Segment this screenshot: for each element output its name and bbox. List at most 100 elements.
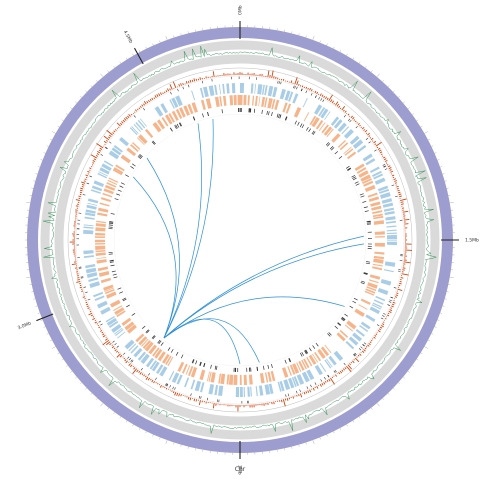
dark-mark bbox=[123, 352, 126, 355]
reverse-gene bbox=[261, 96, 266, 108]
bar-mark bbox=[212, 402, 215, 409]
dark-mark bbox=[376, 324, 380, 327]
forward-gene bbox=[108, 150, 120, 160]
forward-gene bbox=[292, 93, 299, 104]
feature-mark bbox=[221, 109, 223, 114]
feature-mark bbox=[193, 116, 196, 121]
reverse-gene bbox=[367, 192, 378, 198]
bar-mark bbox=[158, 93, 161, 97]
bar-mark bbox=[296, 80, 299, 86]
bar-mark bbox=[273, 401, 275, 405]
feature-mark bbox=[192, 116, 195, 121]
bar-mark bbox=[374, 143, 377, 146]
bar-mark bbox=[373, 336, 376, 339]
reverse-gene bbox=[229, 95, 234, 106]
bar-mark bbox=[178, 393, 181, 397]
feature-mark bbox=[364, 210, 369, 212]
ideogram-tick bbox=[424, 131, 429, 134]
feature-mark bbox=[327, 333, 331, 337]
feature-mark bbox=[311, 130, 315, 135]
bar-mark bbox=[81, 181, 86, 184]
reverse-gene bbox=[187, 103, 194, 115]
dark-mark bbox=[353, 354, 356, 357]
bar-mark bbox=[359, 124, 361, 127]
bar-mark bbox=[172, 391, 175, 394]
reverse-gene bbox=[344, 324, 354, 332]
feature-mark bbox=[312, 345, 316, 349]
bar-mark bbox=[354, 120, 357, 123]
bar-mark bbox=[296, 394, 298, 397]
forward-gene bbox=[264, 85, 268, 96]
dark-mark bbox=[382, 315, 385, 317]
reverse-gene bbox=[237, 95, 241, 106]
feature-mark bbox=[146, 330, 150, 334]
dark-mark bbox=[114, 343, 117, 346]
bar-mark bbox=[365, 346, 368, 348]
dark-mark bbox=[362, 344, 365, 347]
bar-mark bbox=[377, 330, 381, 333]
feature-mark bbox=[363, 273, 368, 275]
forward-gene bbox=[191, 90, 196, 101]
dark-mark bbox=[100, 154, 104, 156]
ideogram-tick bbox=[40, 159, 43, 161]
separator-ring bbox=[67, 67, 413, 413]
forward-gene bbox=[86, 272, 98, 278]
reverse-gene bbox=[104, 184, 116, 191]
bar-mark bbox=[389, 169, 392, 171]
feature-mark bbox=[175, 124, 178, 129]
forward-gene bbox=[306, 369, 315, 381]
reverse-gene bbox=[97, 266, 109, 272]
reverse-gene bbox=[121, 317, 132, 326]
bar-mark bbox=[383, 321, 385, 323]
forward-gene bbox=[111, 147, 122, 156]
forward-gene bbox=[386, 241, 397, 246]
bar-mark bbox=[369, 137, 372, 139]
bar-mark bbox=[75, 199, 80, 201]
ideogram-tick bbox=[365, 65, 367, 68]
forward-gene bbox=[324, 359, 332, 369]
bar-mark bbox=[138, 370, 141, 373]
bar-mark bbox=[401, 273, 409, 276]
bar-mark bbox=[394, 296, 398, 298]
dark-mark bbox=[277, 80, 279, 84]
bar-mark bbox=[357, 122, 360, 126]
feature-mark bbox=[301, 351, 304, 356]
forward-gene bbox=[293, 376, 300, 387]
bar-mark bbox=[387, 312, 390, 315]
bar-mark bbox=[394, 180, 397, 182]
feature-mark bbox=[347, 167, 351, 171]
ideogram-tick bbox=[420, 352, 423, 355]
bar-mark bbox=[94, 321, 97, 324]
reverse-gene bbox=[95, 223, 106, 227]
bar-mark bbox=[372, 140, 374, 142]
bar-mark bbox=[344, 367, 347, 370]
bar-mark bbox=[81, 290, 84, 292]
forward-gene bbox=[83, 229, 94, 235]
ideogram-tick bbox=[65, 113, 68, 115]
forward-gene bbox=[145, 357, 155, 368]
dark-mark bbox=[300, 88, 303, 92]
feature-mark bbox=[109, 222, 114, 224]
forward-gene bbox=[277, 381, 282, 392]
feature-mark bbox=[167, 347, 171, 351]
forward-gene bbox=[333, 350, 344, 362]
bar-mark bbox=[294, 77, 298, 85]
reverse-gene bbox=[95, 232, 106, 236]
bar-mark bbox=[384, 318, 387, 320]
ideogram-tick bbox=[346, 53, 348, 56]
feature-mark bbox=[112, 273, 117, 276]
reverse-gene bbox=[135, 333, 145, 343]
feature-mark bbox=[301, 124, 305, 129]
bar-mark bbox=[79, 191, 83, 194]
bar-mark bbox=[116, 353, 121, 358]
bar-mark bbox=[134, 111, 136, 113]
ideogram-tick bbox=[51, 131, 56, 134]
reverse-gene bbox=[374, 242, 385, 247]
ideogram-tick bbox=[138, 427, 141, 430]
reverse-gene bbox=[104, 288, 115, 295]
feature-mark bbox=[125, 174, 129, 177]
reverse-gene bbox=[264, 97, 268, 108]
forward-gene bbox=[108, 320, 119, 328]
forward-gene bbox=[387, 239, 397, 241]
forward-gene bbox=[128, 343, 137, 352]
